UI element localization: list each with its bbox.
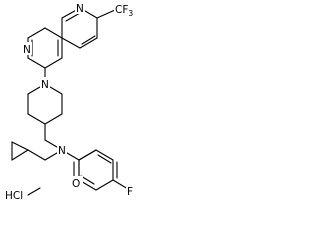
naphthyridine-right-ring-bonds — [61, 7, 98, 49]
fluorophenyl-ring-bonds — [78, 149, 129, 191]
aryl-fluorine-label: F — [127, 186, 133, 198]
trifluoromethyl-bonds — [96, 9, 116, 19]
naphthyridine-left-ring-bonds — [27, 27, 63, 69]
carbonyl-oxygen-label: O — [72, 178, 80, 190]
ring-nitrogen-top-label: N — [76, 3, 84, 15]
hydrochloride-salt-label: HCl — [5, 190, 23, 202]
hydrochloride-bond — [27, 187, 41, 196]
piperidine-nitrogen-label: N — [41, 79, 49, 91]
cyclopropylmethyl-bonds — [11, 141, 63, 161]
cf3-label: CF3 — [115, 4, 133, 18]
atom-labels: CF3 N N N N O F HCl — [5, 1, 138, 202]
molecule-structure-diagram: CF3 N N N N O F HCl — [5, 1, 138, 202]
amide-nitrogen-label: N — [58, 145, 66, 157]
ring-nitrogen-left-label: N — [23, 44, 31, 56]
